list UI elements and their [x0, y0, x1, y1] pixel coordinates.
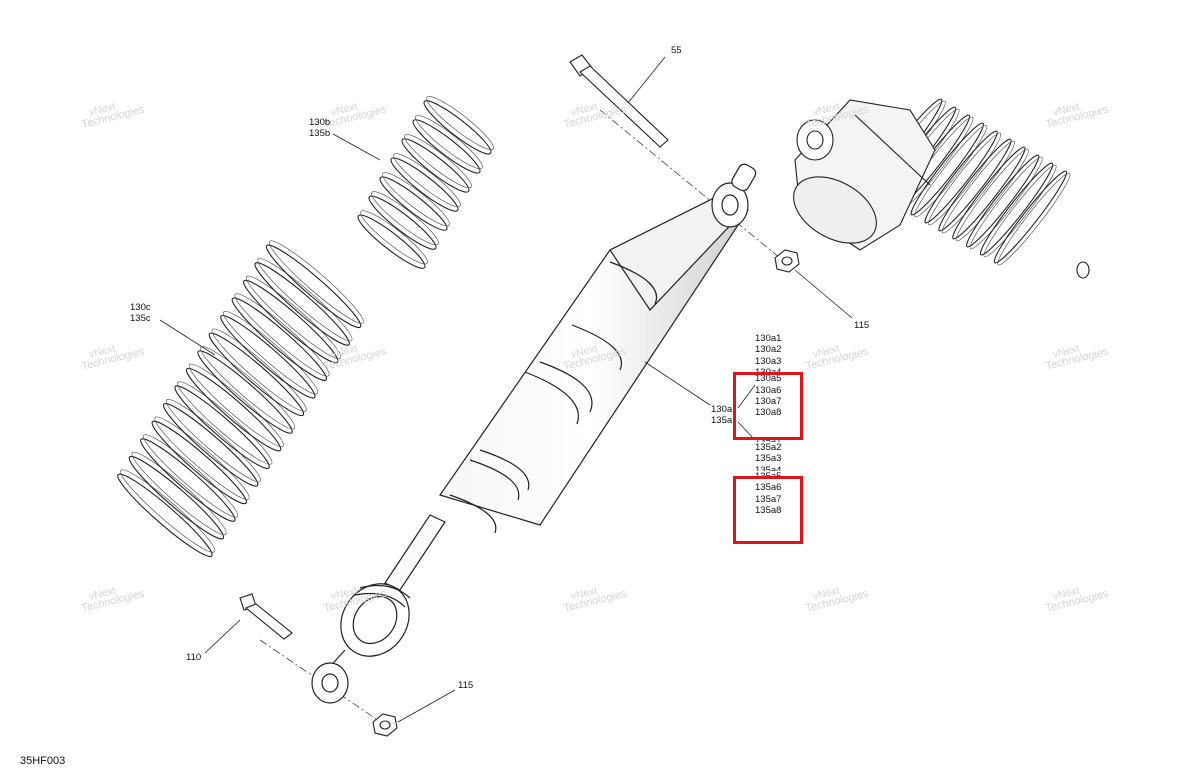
spring-coil [379, 176, 448, 231]
spring-coil [174, 385, 270, 470]
spring-coil [162, 403, 259, 487]
callout-130b-135b[interactable]: 130b 135b [309, 117, 330, 140]
spring-coil [208, 332, 305, 417]
part-130a7[interactable]: 130a7 [755, 396, 782, 408]
part-130a2[interactable]: 130a2 [755, 344, 782, 356]
spring-coil [357, 214, 426, 269]
spring-coil [368, 195, 437, 250]
large-spring-130c [117, 240, 364, 558]
spring-coil [938, 138, 1012, 232]
spring-coil-inner [177, 381, 273, 465]
spring-coil-inner [404, 134, 472, 189]
spring-coil [423, 100, 492, 155]
assembled-shock-reference [793, 98, 1090, 279]
spring-coil-inner [245, 275, 341, 359]
callout-130a: 130a [711, 404, 733, 415]
spring-coil-inner [928, 132, 1002, 226]
spring-coil [185, 367, 282, 452]
spring-coil-inner [914, 124, 988, 218]
spring-coil [231, 297, 328, 381]
spring-coil [128, 455, 225, 540]
spring-coil-inner [426, 96, 494, 151]
spring-coil-inner [955, 148, 1029, 242]
spring-coil [924, 130, 998, 224]
spring-coil [254, 262, 350, 346]
bolt-55 [569, 54, 669, 148]
spring-coil-inner [234, 293, 330, 377]
nut-115-bottom [372, 713, 398, 737]
spring-coil-inner [188, 363, 284, 448]
spring-coil [117, 473, 213, 558]
callout-55[interactable]: 55 [671, 45, 682, 56]
part-135a2[interactable]: 135a2 [755, 442, 782, 453]
spring-coil-inner [223, 310, 319, 395]
spring-coil [243, 279, 339, 364]
part-130a8[interactable]: 130a8 [755, 407, 782, 419]
callout-135a: 135a [711, 415, 733, 427]
part-135a8[interactable]: 135a8 [755, 505, 782, 517]
spring-coil [151, 420, 247, 505]
callout-130c-135c[interactable]: 130c 135c [130, 302, 151, 325]
callout-130a-135a[interactable]: 130a 135a [711, 404, 732, 427]
part-130a5[interactable]: 130a5 [755, 373, 782, 385]
highlight-box-130a5-130a8[interactable] [733, 372, 803, 440]
spring-coil [140, 438, 236, 522]
callout-130b: 130b [309, 117, 331, 128]
spring-coil-inner [382, 172, 450, 227]
spring-coil-inner [154, 416, 250, 500]
part-130a6[interactable]: 130a6 [755, 384, 782, 396]
spring-coil [993, 170, 1068, 264]
spring-coil-inner [371, 191, 439, 246]
bolt-110 [239, 593, 293, 640]
part-135a6[interactable]: 135a6 [755, 482, 782, 494]
nut-115-top [774, 249, 800, 273]
spring-coil-inner [360, 210, 428, 265]
part-130a1[interactable]: 130a1 [755, 333, 782, 344]
part-135a7[interactable]: 135a7 [755, 493, 782, 505]
highlight-box-135a5-135a8[interactable] [733, 476, 803, 544]
spring-coil [910, 122, 984, 216]
spring-coil-inner [268, 240, 364, 324]
spring-coil [412, 119, 481, 174]
spring-coil-inner [120, 469, 216, 553]
spring-coil [952, 146, 1026, 240]
callout-130c: 130c [130, 302, 151, 313]
spring-coil-inner [211, 328, 307, 412]
spring-coil-inner [200, 346, 296, 430]
spring-coil-inner [165, 399, 261, 483]
spring-coil [197, 350, 293, 434]
callout-115-top[interactable]: 115 [854, 320, 870, 331]
spring-coil-inner [143, 434, 239, 518]
spring-coil [265, 244, 362, 329]
callout-110[interactable]: 110 [186, 652, 202, 663]
spring-coil-inner [393, 153, 461, 208]
part-135a3[interactable]: 135a3 [755, 453, 782, 465]
leader-lines [159, 56, 853, 723]
spring-coil [979, 162, 1054, 256]
spring-coil-inner [941, 140, 1015, 234]
part-130a4[interactable]: 130a4 [755, 367, 782, 374]
part-130a3[interactable]: 130a3 [755, 355, 782, 367]
spring-coil [401, 138, 470, 193]
list-130a-part-numbers: 130a1 130a2 130a3 130a4 130a5 130a6 130a… [755, 333, 781, 419]
spring-coil-inner [131, 451, 227, 536]
spring-coil-inner [997, 172, 1071, 266]
callout-135b: 135b [309, 128, 331, 140]
shock-absorber-130a [311, 163, 757, 704]
callout-135c: 135c [130, 313, 151, 325]
spring-coil-inner [983, 164, 1057, 258]
callout-115-bottom[interactable]: 115 [458, 680, 474, 691]
spring-coil [220, 314, 316, 399]
small-spring-130b [357, 96, 494, 269]
spring-coil [966, 154, 1040, 248]
spring-coil [390, 157, 459, 212]
part-135a4[interactable]: 135a4 [755, 464, 782, 471]
spring-coil-inner [415, 115, 483, 170]
figure-id: 35HF003 [20, 755, 66, 767]
